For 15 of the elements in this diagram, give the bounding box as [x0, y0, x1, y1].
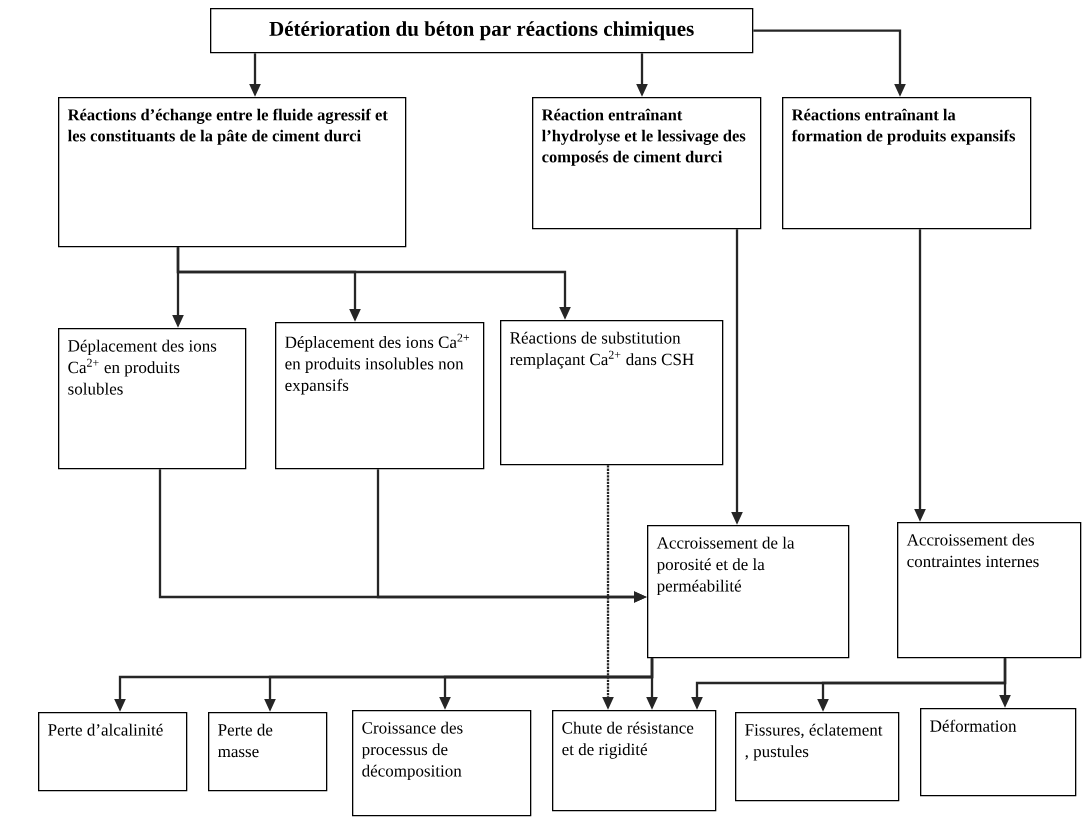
process-box: Perte d’alcalinité [38, 712, 188, 792]
process-box: Chute de résistance et de rigidité [552, 710, 717, 812]
title-box: Détérioration du béton par réactions chimiques [210, 8, 754, 54]
process-box: Réactions entraînant la formation de produits expansifs [782, 97, 1032, 230]
process-box: Réactions de substitution remplaçant Ca$^{2+}$ dans CSH [500, 320, 724, 466]
process-box: Réaction entraînant l’hydrolyse et le lessivage des composés de ciment durci [532, 97, 762, 230]
process-box: Réactions d’échange entre le fluide agressif et les constituants de la pâte de ciment durci [58, 97, 407, 248]
process-box: Déformation [920, 708, 1077, 797]
process-box: Déplacement des ions Ca$^{2+}$ en produits insolubles non expansifs [275, 322, 485, 470]
process-box: Fissures, éclatement , pustules [735, 712, 900, 802]
process-box: Perte de masse [208, 712, 328, 792]
process-box: Déplacement des ions Ca$^{2+}$ en produits solubles [58, 328, 247, 470]
process-box: Accroissement des contraintes internes [897, 522, 1082, 659]
process-box: Croissance des processus de décomposition [352, 710, 532, 817]
process-box: Accroissement de la porosité et de la perméabilité [647, 525, 850, 659]
